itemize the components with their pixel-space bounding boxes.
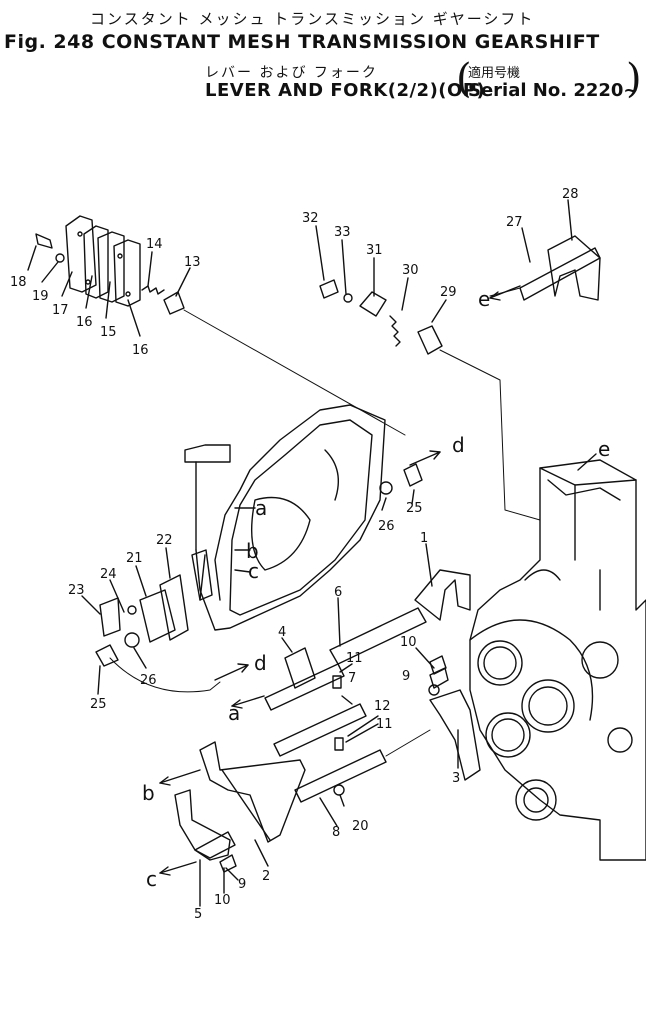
callout-9-b: 9	[238, 877, 246, 892]
fork-3	[429, 689, 481, 781]
serial-close-paren: )	[626, 56, 642, 102]
figure-title: Fig. 248 CONSTANT MESH TRANSMISSION GEAR…	[4, 31, 600, 53]
callout-18: 18	[10, 275, 27, 290]
callout-20: 20	[352, 819, 369, 834]
shaft-6	[329, 607, 427, 665]
plate-31	[359, 291, 387, 317]
japanese-title-line-1: コンスタント メッシュ トランスミッション ギヤーシフト	[90, 10, 535, 28]
pin-11	[332, 675, 342, 689]
callout-22: 22	[156, 533, 173, 548]
callout-12: 12	[374, 699, 391, 714]
detent-ball-13	[163, 291, 185, 315]
serial-open-paren: (	[456, 56, 472, 102]
ref-e-case: e	[598, 437, 610, 461]
bracket-21	[139, 589, 176, 643]
ref-d-top: d	[452, 433, 465, 457]
callout-30: 30	[402, 263, 419, 278]
shaft-8	[294, 749, 387, 803]
ball-20	[333, 784, 345, 796]
callout-32: 32	[302, 211, 319, 226]
ref-a-shaft: a	[228, 701, 240, 725]
callout-28: 28	[562, 187, 579, 202]
shaft-27	[519, 247, 601, 301]
callout-25-a: 25	[90, 697, 107, 712]
callout-3: 3	[452, 771, 460, 786]
callout-8: 8	[332, 825, 340, 840]
fork-28	[547, 235, 601, 301]
fitting-25	[95, 644, 119, 667]
shift-cover-gasket	[184, 404, 386, 631]
callout-4: 4	[278, 625, 286, 640]
ref-a-case: a	[255, 496, 267, 520]
callout-16-b: 16	[132, 343, 149, 358]
callout-10-a: 10	[400, 635, 417, 650]
ref-b-fork: b	[142, 781, 155, 805]
bolt-18	[35, 233, 53, 249]
callout-11-a: 11	[346, 651, 363, 666]
callout-31: 31	[366, 243, 383, 258]
serial-applicability-label: 適用号機	[468, 66, 521, 81]
callout-21: 21	[126, 551, 143, 566]
callout-5: 5	[194, 907, 202, 922]
pin-11-b	[334, 737, 344, 751]
callout-7: 7	[348, 671, 356, 686]
ref-c-case: c	[248, 559, 259, 583]
callout-16-a: 16	[76, 315, 93, 330]
callout-6: 6	[334, 585, 342, 600]
serial-number: Serial No. 2220~	[468, 80, 639, 101]
bolt-23	[99, 597, 121, 637]
fork-1	[414, 569, 471, 621]
callout-24: 24	[100, 567, 117, 582]
shaft-7	[273, 703, 367, 757]
fitting-25-b	[403, 463, 423, 487]
callout-11-b: 11	[376, 717, 393, 732]
block-4	[284, 647, 316, 689]
title-line-2: LEVER AND FORK(2/2)(OP)	[205, 80, 486, 101]
seal-26-b	[379, 481, 393, 495]
callout-25-b: 25	[406, 501, 423, 516]
callout-29: 29	[440, 285, 457, 300]
ref-c-fork: c	[146, 867, 157, 891]
ref-e-shaft: e	[478, 287, 490, 311]
callout-17: 17	[52, 303, 69, 318]
bracket-22	[159, 574, 189, 641]
ref-b-case: b	[246, 539, 259, 563]
callout-1: 1	[420, 531, 428, 546]
callout-19: 19	[32, 289, 49, 304]
seal-26	[124, 632, 140, 648]
bolt-32	[319, 279, 339, 299]
washer-33	[343, 293, 353, 303]
callout-23: 23	[68, 583, 85, 598]
callout-27: 27	[506, 215, 523, 230]
plunger-29	[417, 325, 443, 355]
cover-plates	[65, 215, 141, 307]
transmission-case	[469, 459, 646, 861]
callout-14: 14	[146, 237, 163, 252]
callout-10-b: 10	[214, 893, 231, 908]
fork-2	[199, 741, 306, 843]
spring-14	[141, 285, 165, 295]
japanese-title-line-2: レバー および フォーク	[205, 65, 378, 81]
callout-26-b: 26	[378, 519, 395, 534]
fork-5	[174, 789, 231, 861]
callout-26-a: 26	[140, 673, 157, 688]
washer-19	[55, 253, 65, 263]
washer-24	[127, 605, 137, 615]
callout-2: 2	[262, 869, 270, 884]
callout-33: 33	[334, 225, 351, 240]
spring-30	[389, 315, 401, 347]
ref-d-hose: d	[254, 651, 267, 675]
callout-15: 15	[100, 325, 117, 340]
callout-13: 13	[184, 255, 201, 270]
callout-9-a: 9	[402, 669, 410, 684]
